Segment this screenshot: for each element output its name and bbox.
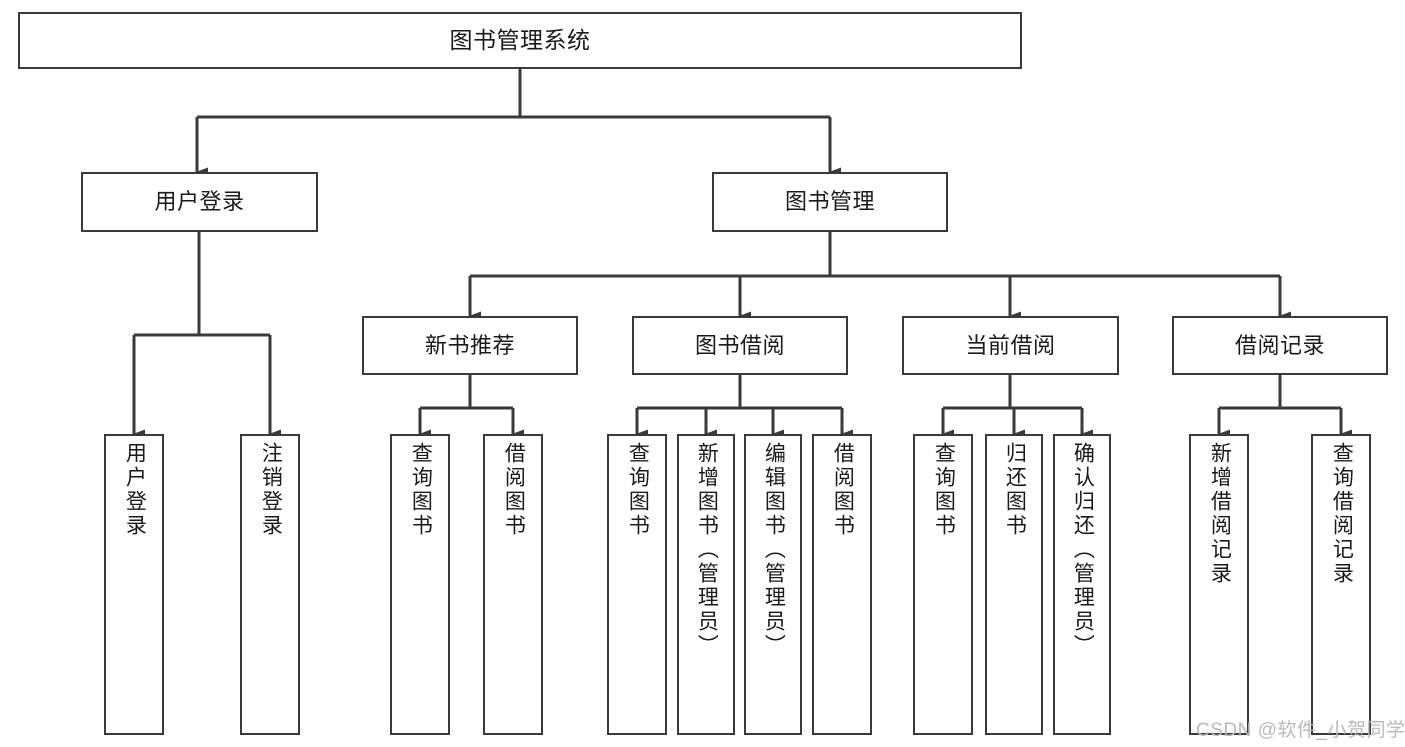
node-label: 图书借阅: [694, 332, 785, 358]
node-leaf-0[interactable]: 用户登录: [104, 434, 164, 735]
node-label: 新增借阅记录: [1208, 442, 1232, 586]
node-level3-0[interactable]: 新书推荐: [362, 316, 578, 375]
watermark-label: CSDN @软件_小贺同学: [1196, 720, 1405, 741]
node-level2-0[interactable]: 用户登录: [81, 172, 318, 232]
node-leaf-4[interactable]: 查询图书: [607, 434, 667, 735]
node-label: 图书管理系统: [449, 27, 591, 54]
node-label: 确认归还（管理员）: [1071, 442, 1095, 658]
node-level3-3[interactable]: 借阅记录: [1172, 316, 1388, 375]
node-leaf-6[interactable]: 编辑图书（管理员）: [744, 434, 802, 735]
node-leaf-2[interactable]: 查询图书: [390, 434, 450, 735]
node-leaf-5[interactable]: 新增图书（管理员）: [677, 434, 735, 735]
node-label: 查询图书: [932, 442, 956, 538]
node-label: 归还图书: [1003, 442, 1027, 538]
node-label: 编辑图书（管理员）: [762, 442, 786, 658]
node-label: 用户登录: [154, 189, 245, 215]
node-label: 查询图书: [626, 442, 650, 538]
node-level2-1[interactable]: 图书管理: [712, 172, 948, 232]
node-label: 新增图书（管理员）: [695, 442, 719, 658]
node-leaf-7[interactable]: 借阅图书: [812, 434, 872, 735]
node-label: 用户登录: [123, 442, 147, 538]
node-label: 注销登录: [259, 442, 283, 538]
node-leaf-10[interactable]: 确认归还（管理员）: [1053, 434, 1111, 735]
node-label: 借阅图书: [502, 442, 526, 538]
node-leaf-12[interactable]: 查询借阅记录: [1311, 434, 1371, 735]
node-leaf-11[interactable]: 新增借阅记录: [1189, 434, 1249, 735]
node-label: 当前借阅: [965, 332, 1056, 358]
node-root[interactable]: 图书管理系统: [18, 12, 1022, 69]
node-label: 借阅图书: [831, 442, 855, 538]
node-level3-2[interactable]: 当前借阅: [902, 316, 1119, 375]
node-label: 借阅记录: [1234, 332, 1325, 358]
node-label: 查询借阅记录: [1330, 442, 1354, 586]
node-leaf-9[interactable]: 归还图书: [985, 434, 1043, 735]
node-leaf-8[interactable]: 查询图书: [913, 434, 973, 735]
node-label: 新书推荐: [424, 332, 515, 358]
node-leaf-1[interactable]: 注销登录: [240, 434, 300, 735]
node-label: 查询图书: [409, 442, 433, 538]
node-level3-1[interactable]: 图书借阅: [632, 316, 848, 375]
node-label: 图书管理: [784, 189, 875, 215]
node-leaf-3[interactable]: 借阅图书: [483, 434, 543, 735]
